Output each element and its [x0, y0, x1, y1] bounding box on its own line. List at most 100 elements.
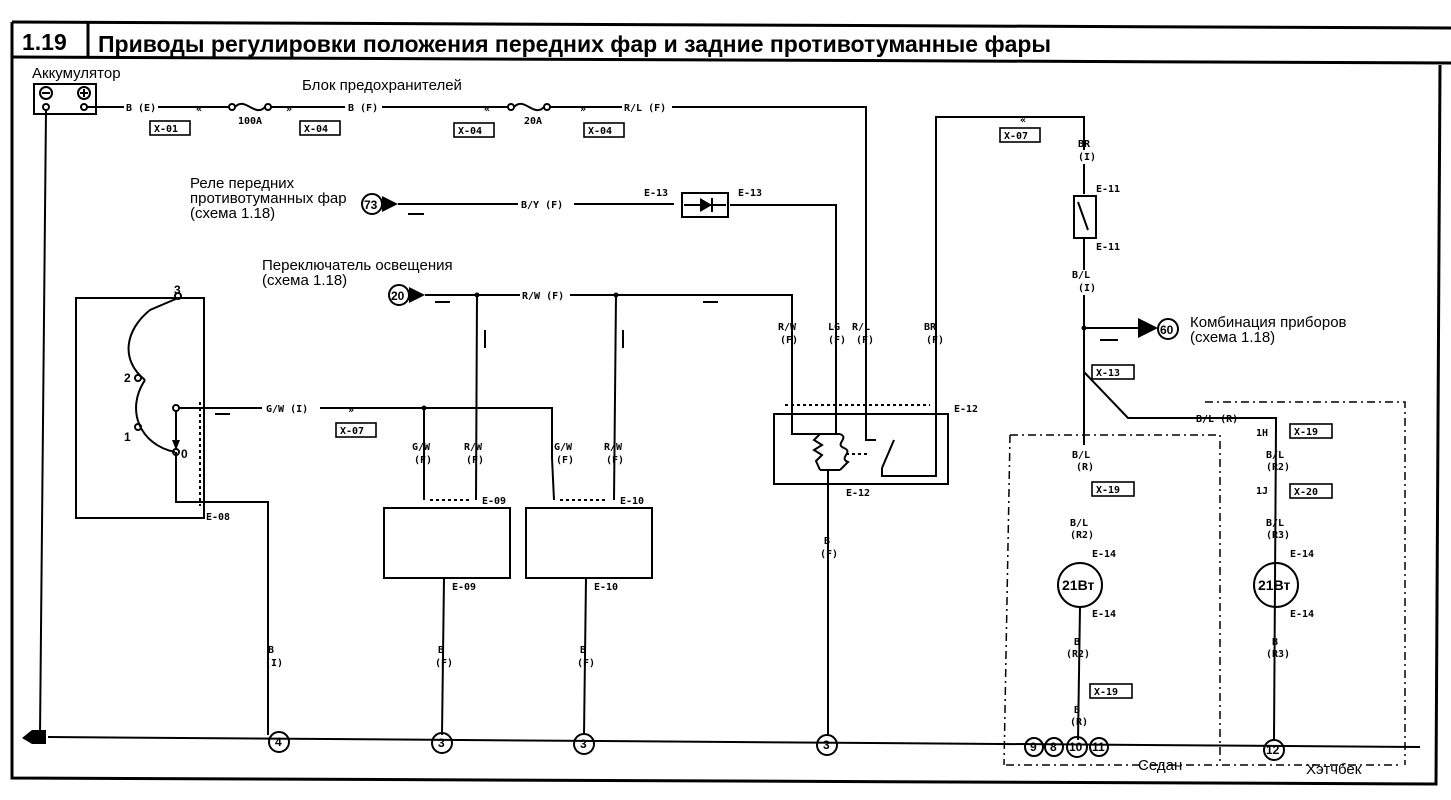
page-title: Приводы регулировки положения передних ф… — [98, 31, 1051, 57]
svg-text:(I): (I) — [265, 658, 283, 669]
svg-text:(I): (I) — [1078, 152, 1096, 163]
connector-tag — [149, 120, 191, 136]
fuse-block-label: Блок предохранителей — [302, 77, 462, 94]
fuse-20a-icon — [513, 102, 545, 112]
svg-text:B: B — [1272, 637, 1278, 648]
ground-point: 4 — [268, 731, 290, 753]
connector-x13: X-13 — [1096, 368, 1120, 379]
battery-negative-icon — [39, 86, 53, 100]
diagram-frame — [10, 57, 1442, 786]
battery-label: Аккумулятор — [32, 65, 121, 82]
svg-text:8: 8 — [1050, 740, 1057, 754]
connector-x19: X-19 — [1096, 485, 1120, 496]
svg-text:20: 20 — [391, 289, 405, 303]
svg-text:B/L: B/L — [1266, 450, 1284, 461]
svg-text:BR: BR — [1078, 139, 1091, 150]
svg-text:(R): (R) — [1076, 462, 1094, 473]
svg-text:B: B — [580, 645, 586, 656]
svg-text:R/L: R/L — [852, 322, 870, 333]
svg-text:противотуманных фар: противотуманных фар — [190, 190, 347, 207]
connector-e11: E-11 — [1096, 242, 1120, 253]
wire-lg-to-relay — [730, 204, 837, 400]
connector-e13: E-13 — [644, 188, 668, 199]
svg-text:(I): (I) — [1078, 283, 1096, 294]
svg-text:(F): (F) — [435, 658, 453, 669]
connector-x19: X-19 — [1294, 427, 1318, 438]
svg-text:(R2): (R2) — [1066, 649, 1090, 660]
ground-point: 9 — [1024, 737, 1044, 757]
svg-text:12: 12 — [1266, 743, 1280, 757]
svg-text:B: B — [824, 536, 830, 547]
ground-point: 12 — [1263, 739, 1285, 761]
svg-text:10: 10 — [1069, 740, 1083, 754]
connector-x04: X-04 — [458, 126, 482, 137]
svg-text:3: 3 — [823, 738, 830, 752]
ground-point: 11 — [1089, 737, 1109, 757]
chassis-ground-icon — [22, 730, 46, 744]
svg-text:1J: 1J — [1256, 486, 1268, 497]
connector-x20: X-20 — [1294, 487, 1318, 498]
connector-x04: X-04 — [304, 124, 328, 135]
wire-br-to-switch — [935, 116, 1085, 400]
instrument-cluster-label: Комбинация приборов — [1190, 314, 1347, 331]
front-fog-relay-label: Реле передних — [190, 175, 295, 192]
svg-text:G/W: G/W — [554, 442, 573, 453]
ref-circle-60[interactable] — [1157, 318, 1179, 340]
headlight-actuator-left — [383, 507, 511, 579]
wire-label: B/Y (F) — [521, 200, 563, 211]
section-number: 1.19 — [22, 29, 67, 55]
sedan-zone — [1010, 434, 1221, 765]
fuse-100a-icon — [234, 102, 266, 112]
ground-point: 3 — [573, 733, 595, 755]
connector-x01: X-01 — [154, 124, 178, 135]
fuse-100a-rating: 100A — [238, 116, 262, 127]
svg-text:(R3): (R3) — [1266, 649, 1290, 660]
svg-text:(F): (F) — [828, 335, 846, 346]
ground-point: 10 — [1066, 736, 1088, 758]
svg-text:E-14: E-14 — [1290, 549, 1314, 560]
sedan-label: Седан — [1138, 757, 1182, 774]
connector-x04: X-04 — [588, 126, 612, 137]
svg-text:E-10: E-10 — [594, 582, 618, 593]
svg-text:«: « — [484, 104, 490, 115]
svg-text:E-12: E-12 — [846, 488, 870, 499]
svg-text:4: 4 — [275, 735, 282, 749]
svg-text:(R3): (R3) — [1266, 530, 1290, 541]
svg-text:2: 2 — [124, 371, 131, 385]
fuse-20a-rating: 20A — [524, 116, 542, 127]
svg-text:B/L (R): B/L (R) — [1196, 414, 1238, 425]
ground-point: 8 — [1044, 737, 1064, 757]
connector-e09: E-09 — [482, 496, 506, 507]
connector-e08: E-08 — [206, 512, 230, 523]
svg-text:R/W: R/W — [464, 442, 483, 453]
svg-text:R/W: R/W — [778, 322, 797, 333]
svg-text:B/L: B/L — [1266, 518, 1284, 529]
connector-e10: E-10 — [620, 496, 644, 507]
wire-label: R/W (F) — [522, 291, 564, 302]
diode-box — [681, 192, 729, 218]
svg-text:73: 73 — [364, 198, 378, 212]
svg-text:9: 9 — [1030, 740, 1037, 754]
svg-text:60: 60 — [1160, 323, 1174, 337]
svg-text:«: « — [1020, 115, 1026, 126]
svg-text:1: 1 — [124, 430, 131, 444]
svg-text:E-14: E-14 — [1092, 609, 1116, 620]
svg-text:E-09: E-09 — [452, 582, 476, 593]
svg-text:BR: BR — [924, 322, 937, 333]
connector-x07: X-07 — [340, 426, 364, 437]
wire-label: B (E) — [126, 103, 156, 114]
connector-x07: X-07 — [1004, 131, 1028, 142]
svg-text:3: 3 — [580, 737, 587, 751]
svg-text:G/W: G/W — [412, 442, 431, 453]
svg-text:0: 0 — [181, 447, 188, 461]
svg-text:3: 3 — [438, 736, 445, 750]
wire-rw-to-relay — [570, 294, 793, 400]
svg-text:(R2): (R2) — [1070, 530, 1094, 541]
svg-text:E-14: E-14 — [1092, 549, 1116, 560]
svg-text:3: 3 — [174, 283, 181, 297]
svg-text:»: » — [580, 104, 586, 115]
wire-label: B (F) — [348, 103, 378, 114]
svg-text:B: B — [1074, 637, 1080, 648]
